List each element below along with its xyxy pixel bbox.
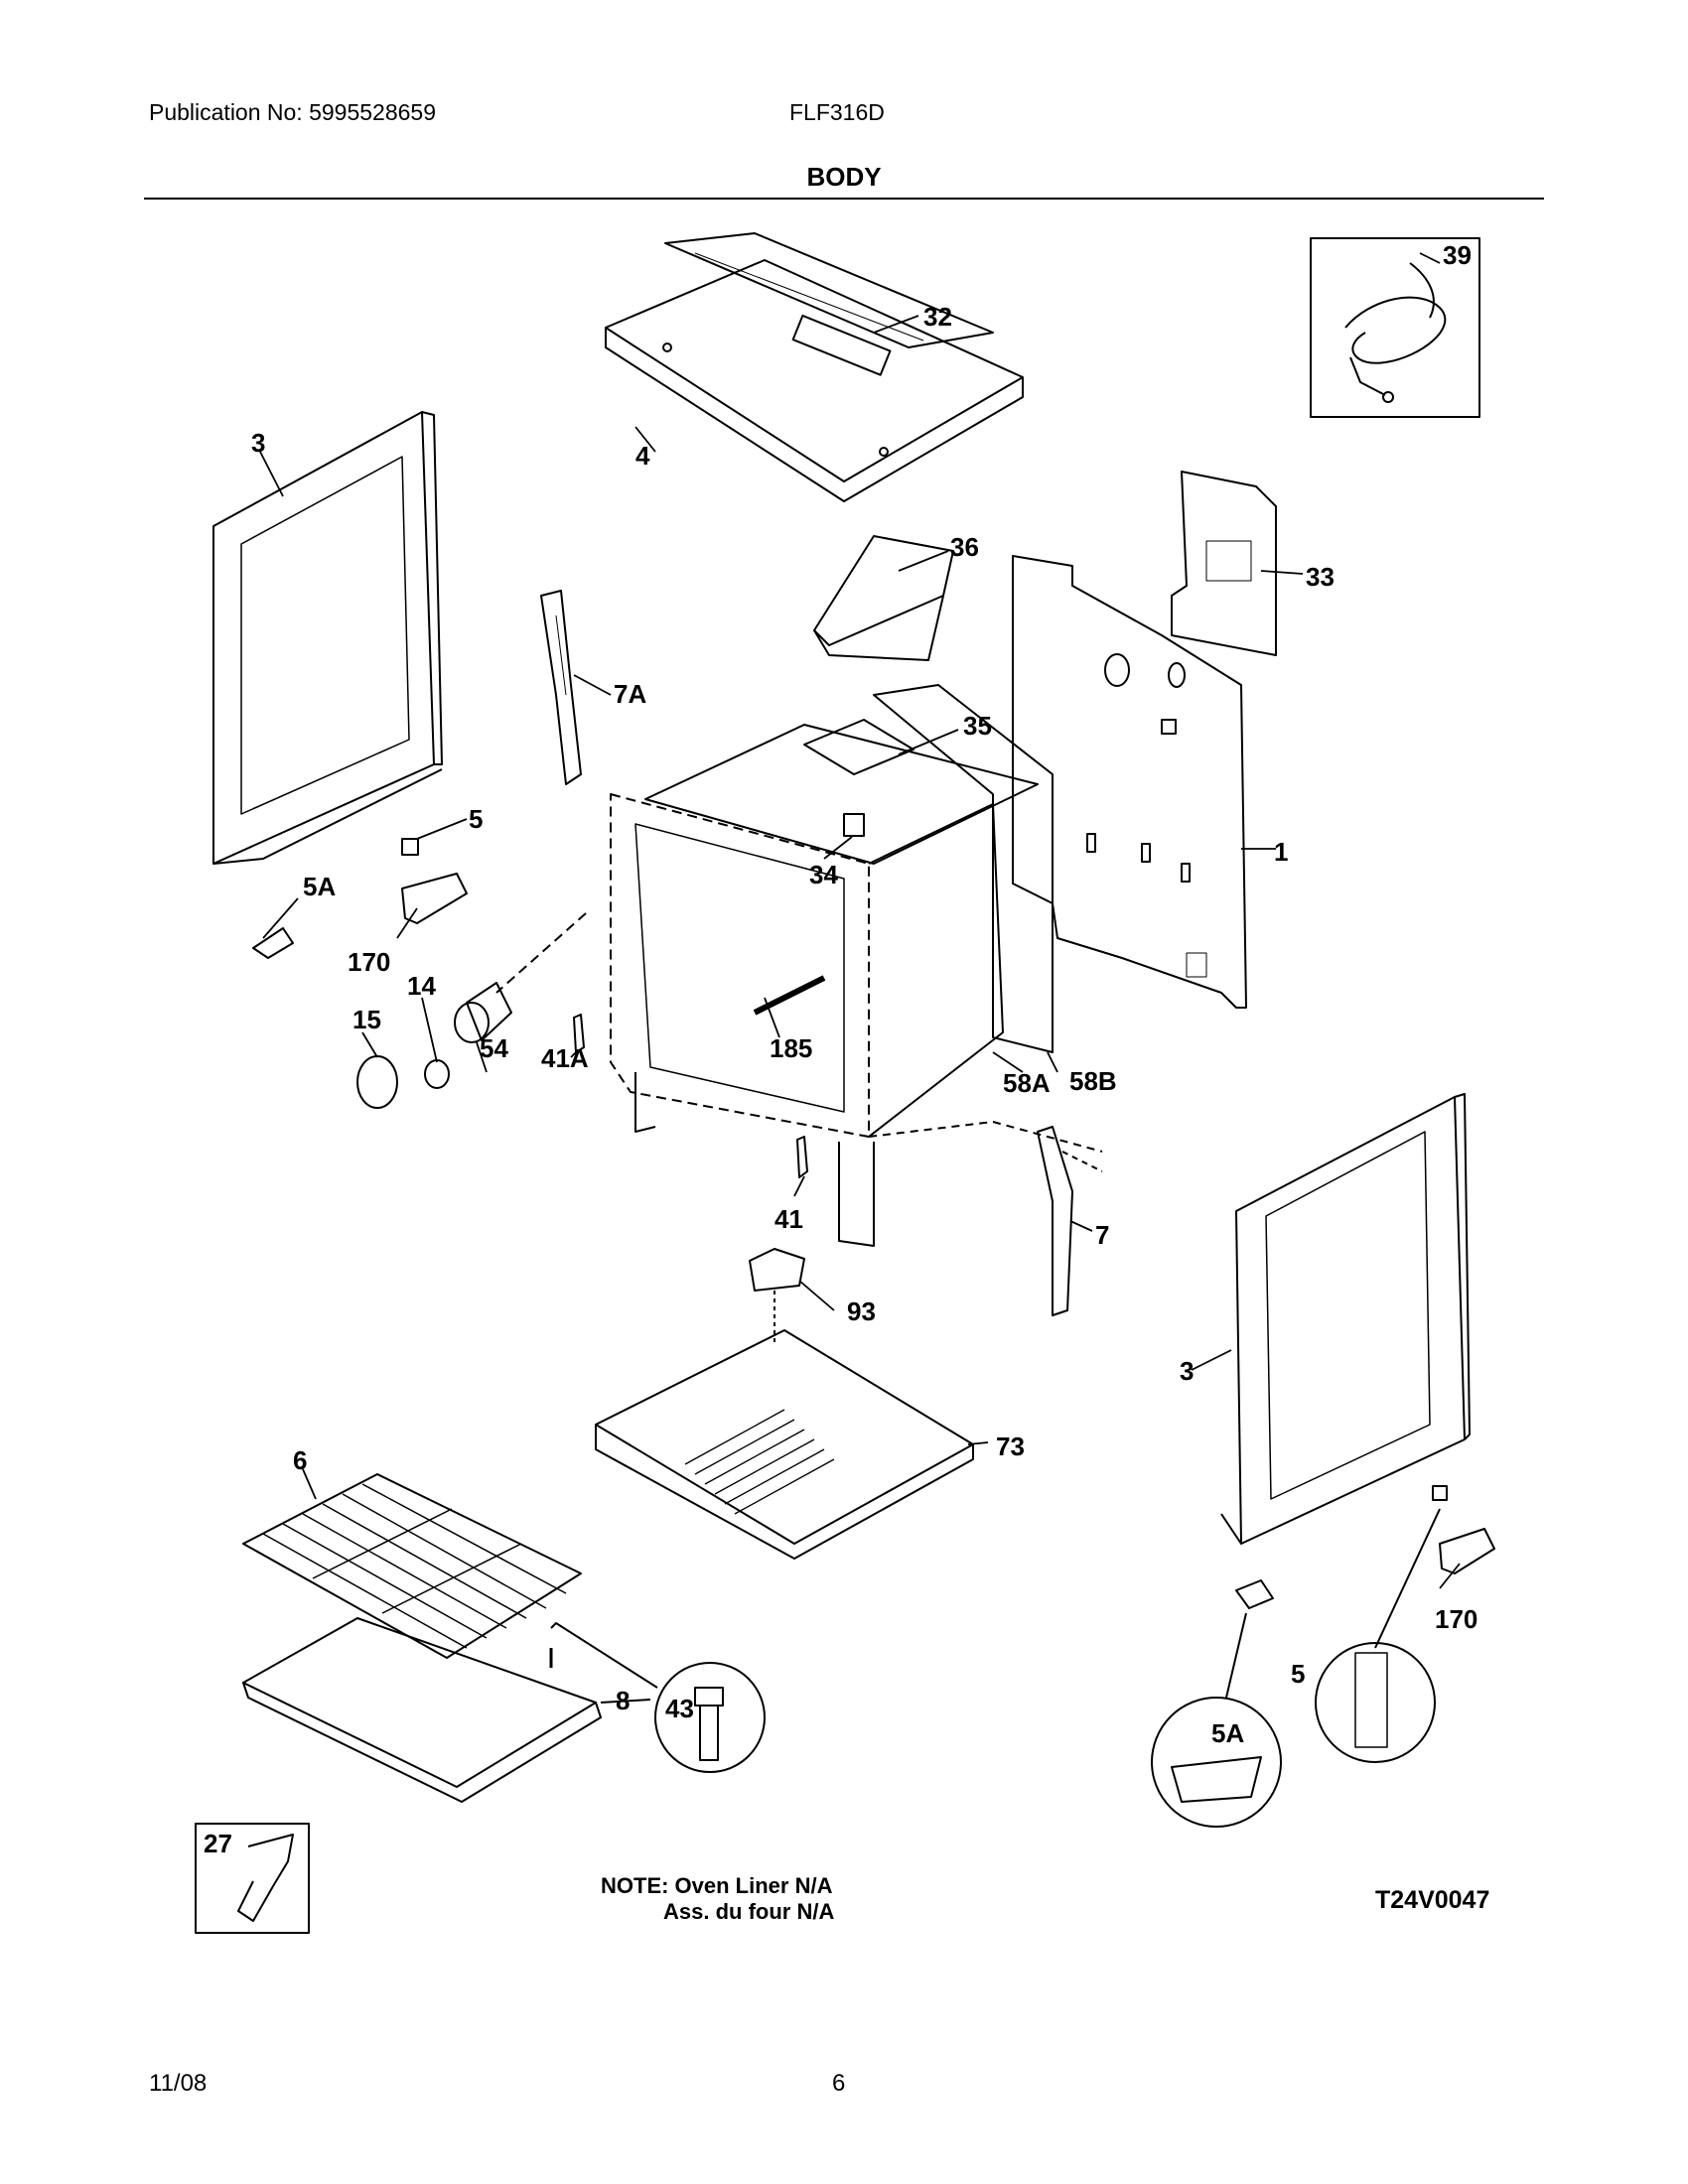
callout-170-right: 170: [1435, 1604, 1477, 1634]
callout-34: 34: [809, 860, 838, 889]
callout-5-left: 5: [469, 804, 483, 834]
callout-5-detail: 5: [1291, 1659, 1305, 1689]
inset-part-27: [195, 1823, 310, 1934]
callout-36: 36: [950, 532, 979, 562]
callout-14: 14: [407, 971, 436, 1001]
callout-41: 41: [774, 1204, 803, 1234]
callout-5A-left: 5A: [303, 872, 336, 901]
callout-54: 54: [480, 1033, 508, 1063]
part-vent-duct: [803, 719, 914, 837]
callout-3-left: 3: [251, 428, 265, 458]
part-side-panel-right: [1220, 1093, 1471, 1545]
callout-43: 43: [665, 1694, 694, 1723]
callout-185: 185: [770, 1033, 812, 1063]
callout-4: 4: [635, 441, 650, 471]
part-oven-rack: [242, 1473, 582, 1659]
callout-41A: 41A: [541, 1043, 589, 1073]
part-cooktop-support: [605, 259, 1024, 502]
callout-93: 93: [847, 1297, 876, 1326]
part-hinge-left: [540, 590, 582, 785]
leader-lines: [259, 252, 1461, 1589]
callout-7A: 7A: [614, 679, 646, 709]
part-bottom-panel: [595, 1329, 974, 1560]
callout-5A-detail: 5A: [1211, 1718, 1244, 1748]
part-clip-41A: [573, 1014, 585, 1053]
callout-58B: 58B: [1069, 1066, 1117, 1096]
callout-8: 8: [616, 1686, 630, 1715]
callout-6: 6: [293, 1445, 307, 1475]
part-terminal-cover: [1171, 471, 1277, 656]
part-clip-41: [796, 1136, 808, 1178]
callout-1: 1: [1274, 837, 1288, 867]
part-top-brace: [664, 232, 994, 348]
note-line-english: NOTE: Oven Liner N/A: [601, 1873, 833, 1898]
page-number: 6: [832, 2070, 846, 2097]
part-wire-cover: [749, 1248, 805, 1345]
header-rule: [144, 198, 1544, 200]
part-bolt: [654, 1662, 766, 1773]
callout-27: 27: [204, 1829, 232, 1858]
footer-date: 11/08: [149, 2070, 208, 2097]
part-side-panel-left: [212, 411, 443, 865]
callout-39: 39: [1443, 240, 1472, 270]
callout-170-left: 170: [348, 947, 390, 977]
part-back-panel: [1012, 555, 1247, 1009]
section-title: BODY: [806, 162, 882, 192]
note-line-french: Ass. du four N/A: [663, 1899, 835, 1924]
callout-35: 35: [963, 711, 992, 741]
diagram-code: T24V0047: [1375, 1886, 1490, 1914]
publication-number: Publication No: 5995528659: [149, 99, 437, 125]
callout-15: 15: [352, 1005, 381, 1034]
callout-33: 33: [1306, 562, 1335, 592]
part-leveling-leg-left: [252, 838, 468, 959]
callout-73: 73: [996, 1432, 1025, 1461]
callout-7: 7: [1095, 1220, 1109, 1250]
part-leveling-parts-right: [1151, 1485, 1495, 1828]
inset-power-cord: [1310, 237, 1480, 418]
part-oven-vent: [813, 535, 954, 661]
callout-32: 32: [923, 302, 952, 332]
callout-58A: 58A: [1003, 1068, 1051, 1098]
callout-3-right: 3: [1180, 1356, 1194, 1386]
model-number: FLF316D: [789, 99, 885, 125]
part-hinge-right: [1037, 1126, 1103, 1316]
part-drawer: [242, 1617, 658, 1803]
part-oven-body: [495, 684, 1103, 1247]
